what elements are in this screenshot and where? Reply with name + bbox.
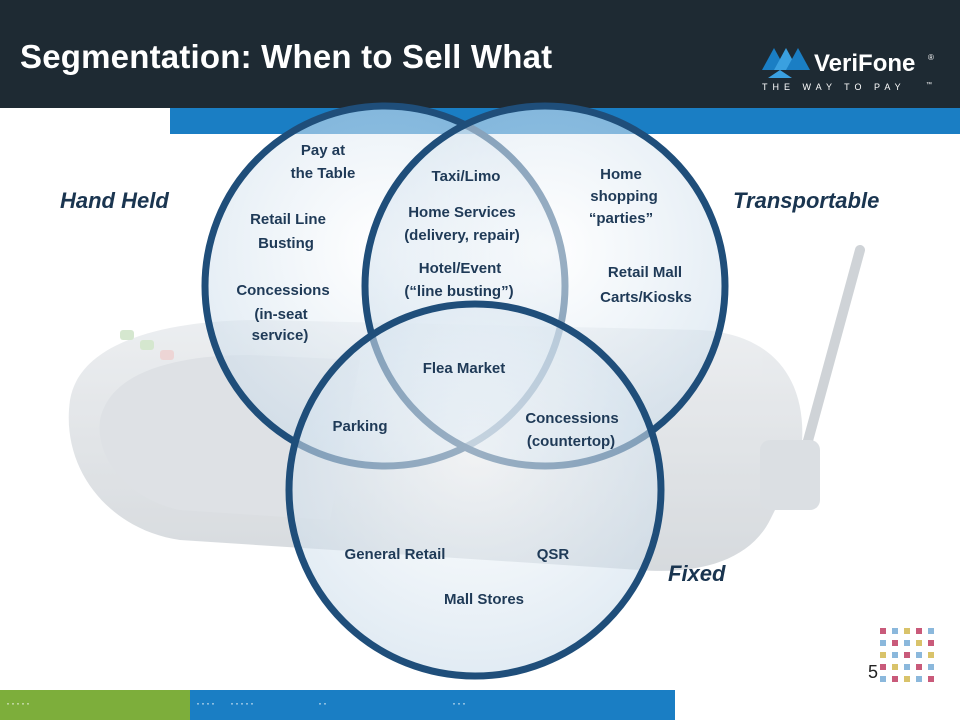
segment-home-shopping: shopping [590,188,658,205]
segment-general-retail: General Retail [345,546,446,563]
footer-dots-icon: ····· [6,696,31,710]
slide-title: Segmentation: When to Sell What [20,38,553,75]
footer-green-block: ····· [0,690,190,720]
verifone-logo: VeriFone ® THE WAY TO PAY ™ [762,48,934,92]
color-dot-grid-icon [880,628,934,682]
label-transportable: Transportable [733,188,879,213]
segment-home-shopping: Home [600,166,642,183]
footer-dots-icon: ····· [230,696,255,710]
segment-hotel-event: Hotel/Event [419,260,502,277]
segment-home-services: Home Services [408,204,516,221]
logo-name: VeriFone [814,50,915,77]
logo-tagline: THE WAY TO PAY [762,82,906,92]
segment-taxi-limo: Taxi/Limo [432,168,501,185]
footer-bar: ····· ···· ····· ·· ··· [0,690,960,720]
segment-concessions-in-seat: service) [252,327,309,344]
segment-concessions-in-seat: (in-seat [254,306,307,323]
segment-concessions-countertop: (countertop) [527,433,615,450]
segment-qsr: QSR [537,546,570,563]
footer-dots-icon: ·· [318,696,328,710]
page-number: 5 [868,662,879,682]
segment-retail-mall-carts: Carts/Kiosks [600,289,692,306]
segment-flea-market: Flea Market [423,360,506,377]
label-hand-held: Hand Held [60,188,169,213]
logo-trademark: ™ [926,81,932,88]
segment-parking: Parking [332,418,387,435]
footer-dots-icon: ··· [452,696,467,710]
segment-hotel-event: (“line busting”) [404,283,513,300]
segment-retail-line-busting: Busting [258,235,314,252]
segment-pay-at-table: the Table [291,165,356,182]
segment-retail-line-busting: Retail Line [250,211,326,228]
verifone-logo-mark-icon [762,48,810,78]
header-bar: Segmentation: When to Sell What VeriFone… [0,0,960,108]
segment-home-services: (delivery, repair) [404,227,520,244]
circle-fixed [285,300,665,680]
segment-concessions-countertop: Concessions [525,410,618,427]
segment-mall-stores: Mall Stores [444,591,524,608]
footer-blue-block: ···· ····· ·· ··· [190,690,675,720]
segment-pay-at-table: Pay at [301,142,345,159]
label-fixed: Fixed [668,561,726,586]
logo-registered: ® [928,53,934,62]
segment-concessions-in-seat: Concessions [236,282,329,299]
segment-retail-mall-carts: Retail Mall [608,264,682,281]
segment-home-shopping: “parties” [589,210,653,227]
footer-dots-icon: ···· [196,696,216,710]
